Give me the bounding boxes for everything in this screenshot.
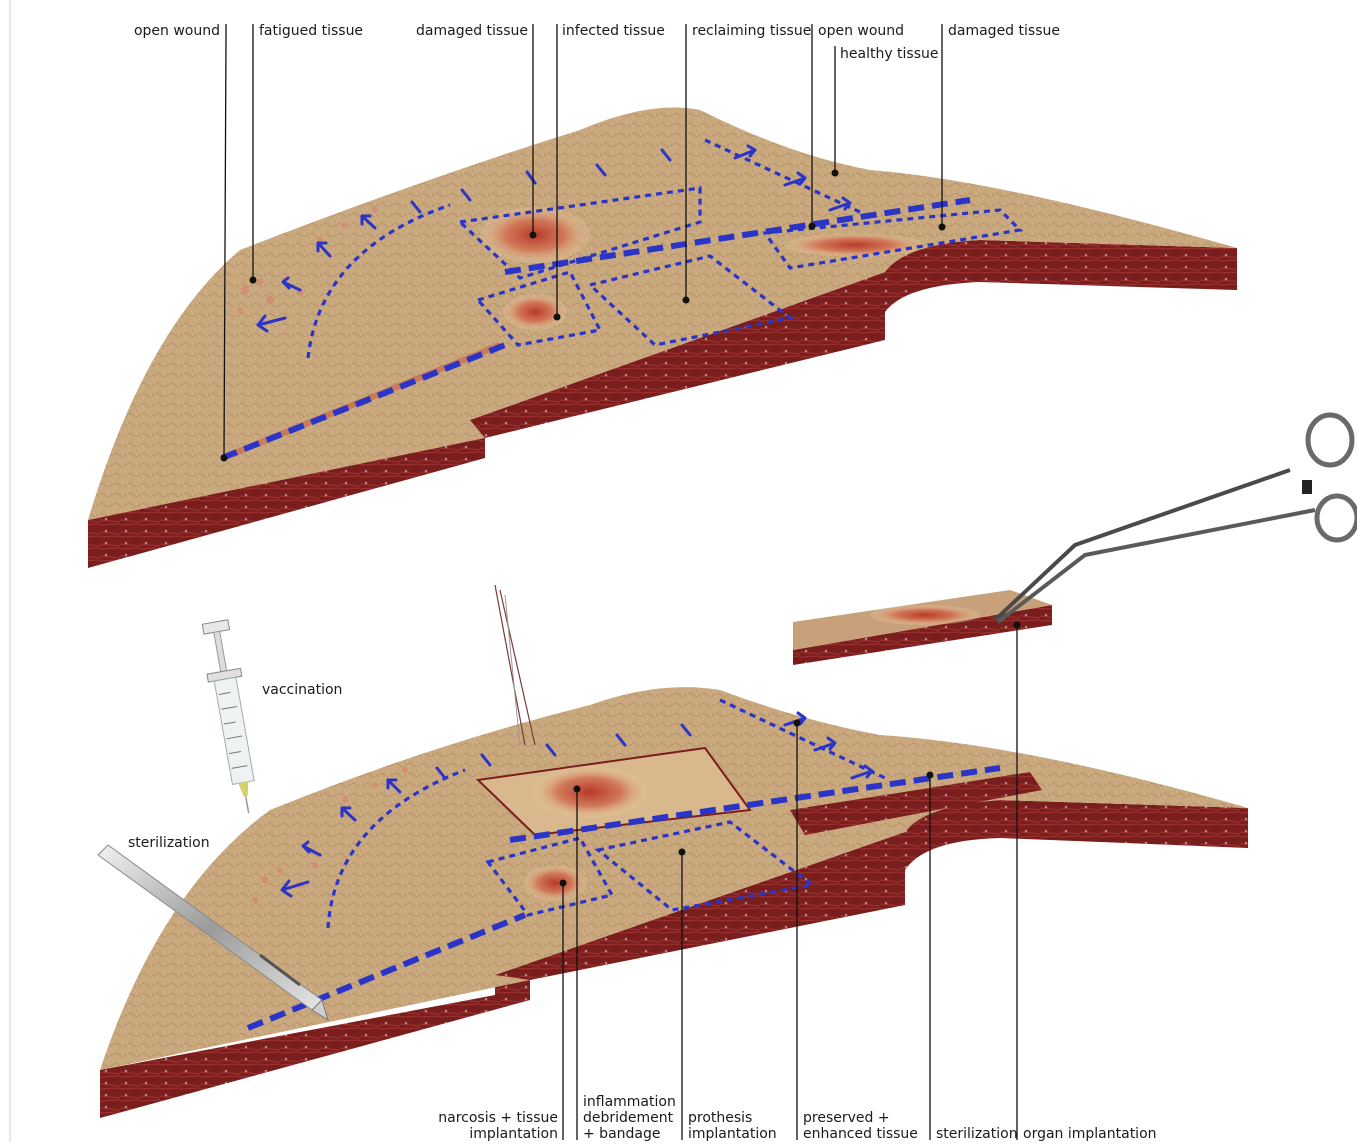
leader-dot	[221, 455, 228, 462]
label-open-wound-1: open wound	[134, 23, 220, 39]
suture-needle-icon	[495, 585, 535, 745]
bottom-skin-surface	[100, 687, 1248, 1070]
label-inflammation-2: debridement	[583, 1110, 674, 1126]
label-prothesis-1: prothesis	[688, 1110, 752, 1126]
label-inflammation-3: + bandage	[583, 1126, 661, 1142]
removed-block-wound	[870, 605, 980, 625]
leader-dot	[574, 786, 581, 793]
leader-dot	[679, 849, 686, 856]
label-vaccination: vaccination	[262, 682, 342, 698]
leader-dot	[560, 880, 567, 887]
label-sterilization-tool: sterilization	[128, 835, 210, 851]
leader-dot	[927, 772, 934, 779]
label-inflammation-1: inflammation	[583, 1094, 676, 1110]
label-narcosis-1: narcosis + tissue	[438, 1110, 558, 1126]
leader-dot	[530, 232, 537, 239]
label-narcosis-2: implantation	[469, 1126, 558, 1142]
forceps-icon	[995, 415, 1357, 622]
bottom-inflamed-wound	[532, 766, 648, 818]
label-damaged-tissue-1: damaged tissue	[416, 23, 528, 39]
label-preserved-1: preserved +	[803, 1110, 890, 1126]
label-sterilization: sterilization	[936, 1126, 1018, 1142]
label-organ-implantation: organ implantation	[1023, 1126, 1157, 1142]
leader-dot	[939, 224, 946, 231]
label-open-wound-2: open wound	[818, 23, 904, 39]
leader-dot	[832, 170, 839, 177]
leader-dot	[809, 223, 816, 230]
label-healthy-tissue: healthy tissue	[840, 46, 939, 62]
bottom-tissue-slab	[100, 687, 1248, 1118]
label-damaged-tissue-2: damaged tissue	[948, 23, 1060, 39]
leader-dot	[683, 297, 690, 304]
label-preserved-2: enhanced tissue	[803, 1126, 918, 1142]
top-tissue-slab	[88, 108, 1237, 569]
label-infected-tissue: infected tissue	[562, 23, 665, 39]
top-skin-surface	[88, 108, 1237, 521]
label-reclaiming-tissue: reclaiming tissue	[692, 23, 811, 39]
label-fatigued-tissue: fatigued tissue	[259, 23, 363, 39]
label-prothesis-2: implantation	[688, 1126, 777, 1142]
leader-dot	[554, 314, 561, 321]
leader-dot	[1014, 622, 1021, 629]
leader-dot	[794, 720, 801, 727]
leader-dot	[250, 277, 257, 284]
syringe-icon	[198, 619, 265, 816]
top-damaged-wound-right	[785, 233, 925, 257]
